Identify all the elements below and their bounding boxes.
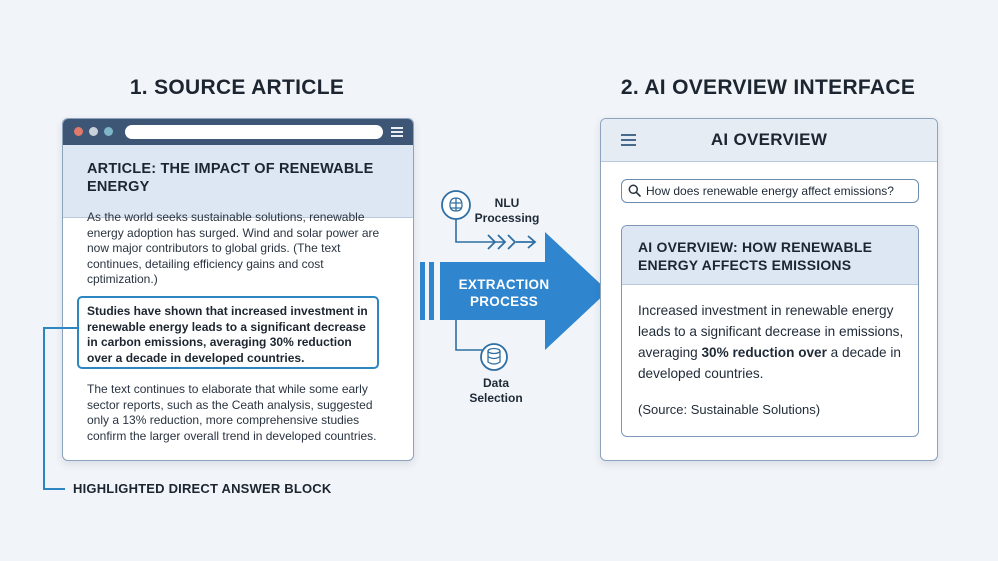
- extraction-label-line-1: EXTRACTION: [458, 277, 550, 292]
- callout-connector: [43, 327, 45, 489]
- nlu-processing-label: NLU Processing: [474, 196, 540, 225]
- chevron-arrows-icon: [487, 234, 537, 250]
- address-bar[interactable]: [125, 125, 383, 139]
- extraction-label-line-2: PROCESS: [469, 294, 539, 309]
- ai-answer-card: AI OVERVIEW: HOW RENEWABLE ENERGY AFFECT…: [621, 225, 919, 437]
- answer-header: AI OVERVIEW: HOW RENEWABLE ENERGY AFFECT…: [622, 226, 918, 285]
- extraction-flow-graphic: [420, 190, 608, 371]
- article-title: ARTICLE: THE IMPACT OF RENEWABLE ENERGY: [87, 161, 374, 195]
- data-selection-label: Data Selection: [469, 376, 523, 405]
- minimize-window-dot[interactable]: [89, 127, 98, 136]
- ai-overview-heading: 2. AI OVERVIEW INTERFACE: [620, 76, 916, 99]
- highlighted-answer-block: Studies have shown that increased invest…: [77, 296, 379, 369]
- answer-highlight-reduction: 30% reduction: [701, 345, 795, 360]
- answer-title: AI OVERVIEW: HOW RENEWABLE ENERGY AFFECT…: [638, 239, 873, 273]
- hamburger-icon[interactable]: [391, 127, 403, 137]
- close-window-dot[interactable]: [74, 127, 83, 136]
- brain-icon: [441, 190, 471, 220]
- source-article-window: ARTICLE: THE IMPACT OF RENEWABLE ENERGY …: [62, 118, 414, 461]
- data-connector: [455, 320, 482, 351]
- search-box[interactable]: [621, 179, 919, 203]
- article-paragraph-intro: As the world seeks sustainable solutions…: [87, 210, 380, 286]
- callout-connector-top: [43, 327, 77, 329]
- flow-bar-1: [420, 262, 425, 320]
- answer-highlight-over: over: [798, 345, 827, 360]
- answer-text-suffix: a decade in developed countries.: [638, 345, 901, 381]
- callout-connector-bottom: [43, 488, 65, 490]
- search-icon: [628, 184, 641, 197]
- highlight-callout-label: HIGHLIGHTED DIRECT ANSWER BLOCK: [73, 481, 332, 496]
- article-header: ARTICLE: THE IMPACT OF RENEWABLE ENERGY: [63, 145, 413, 218]
- nlu-connector: [455, 219, 504, 243]
- extraction-process-label: EXTRACTION PROCESS: [445, 276, 563, 310]
- panel-title: AI OVERVIEW: [710, 130, 828, 149]
- browser-title-bar: [63, 119, 413, 145]
- ai-overview-panel: AI OVERVIEW AI OVERVIEW: HOW RENEWABLE E…: [600, 118, 938, 461]
- menu-hamburger-icon[interactable]: [621, 134, 636, 146]
- maximize-window-dot[interactable]: [104, 127, 113, 136]
- flow-bar-2: [429, 262, 434, 320]
- answer-source: (Source: Sustainable Solutions): [638, 402, 821, 417]
- database-icon: [480, 343, 508, 371]
- article-paragraph-continued: The text continues to elaborate that whi…: [87, 382, 377, 443]
- search-input[interactable]: [646, 180, 914, 201]
- answer-text-prefix: Increased investment in renewable energy…: [638, 303, 904, 360]
- extraction-arrow: [440, 232, 608, 350]
- panel-header: AI OVERVIEW: [601, 119, 937, 162]
- answer-text: Increased investment in renewable energy…: [638, 300, 910, 384]
- source-article-heading: 1. SOURCE ARTICLE: [129, 76, 345, 99]
